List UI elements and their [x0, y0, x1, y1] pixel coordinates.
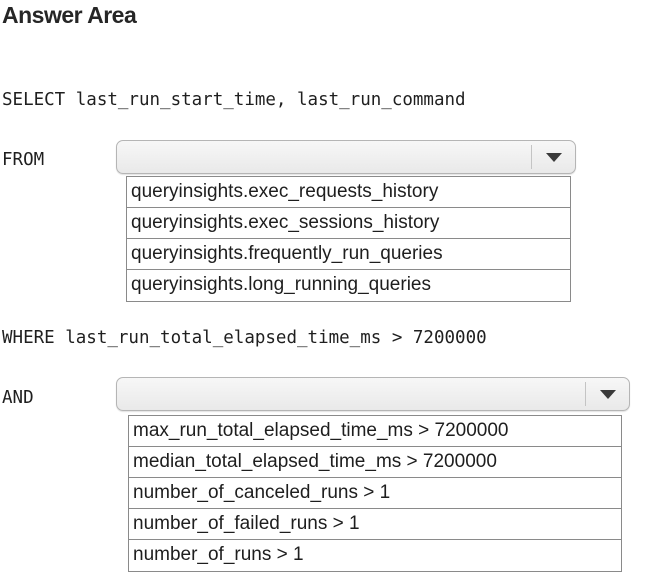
from-keyword: FROM	[2, 150, 45, 170]
and-option[interactable]: max_run_total_elapsed_time_ms > 7200000	[129, 416, 621, 447]
select-clause: SELECT last_run_start_time, last_run_com…	[2, 90, 466, 110]
dropdown-separator	[531, 145, 532, 169]
page-title: Answer Area	[2, 2, 137, 28]
and-keyword: AND	[2, 388, 34, 408]
where-clause: WHERE last_run_total_elapsed_time_ms > 7…	[2, 328, 487, 348]
from-option[interactable]: queryinsights.long_running_queries	[131, 274, 431, 295]
from-options-list: queryinsights.exec_requests_history quer…	[126, 176, 571, 302]
chevron-down-icon[interactable]	[546, 153, 562, 162]
dropdown-separator	[585, 382, 586, 406]
from-option[interactable]: queryinsights.frequently_run_queries	[127, 239, 570, 270]
and-options-list: max_run_total_elapsed_time_ms > 7200000 …	[128, 415, 622, 572]
and-dropdown[interactable]	[116, 377, 630, 411]
from-dropdown[interactable]	[116, 140, 576, 174]
chevron-down-icon[interactable]	[600, 390, 616, 399]
from-option[interactable]: queryinsights.exec_requests_history	[127, 177, 570, 208]
and-option[interactable]: median_total_elapsed_time_ms > 7200000	[129, 447, 621, 478]
and-option[interactable]: number_of_canceled_runs > 1	[129, 478, 621, 509]
from-option[interactable]: queryinsights.exec_sessions_history	[127, 208, 570, 239]
and-option[interactable]: number_of_runs > 1	[133, 544, 304, 565]
and-option[interactable]: number_of_failed_runs > 1	[129, 509, 621, 540]
